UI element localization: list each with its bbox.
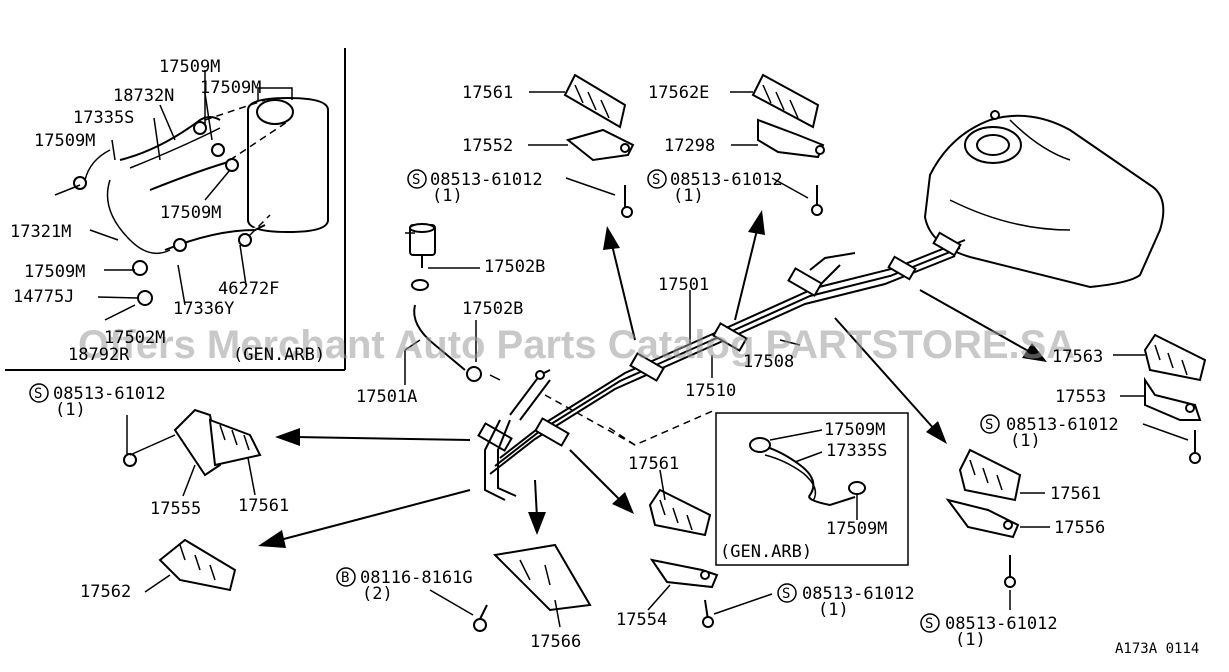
s-mark: S: [34, 386, 42, 402]
label-17298: 17298: [664, 136, 715, 156]
label-17553: 17553: [1055, 387, 1106, 407]
label-17502B: 17502B: [462, 299, 523, 319]
label-qty: (2): [362, 584, 393, 604]
label-08513-61012: 08513-61012: [53, 384, 166, 404]
label-08513-61012: 08513-61012: [670, 170, 783, 190]
label-17501A: 17501A: [356, 387, 417, 407]
label-17561: 17561: [628, 454, 679, 474]
label-17501: 17501: [658, 275, 709, 295]
clamps-brackets: [123, 73, 1207, 632]
inset-note: (GEN.ARB): [233, 345, 325, 365]
label-17509M: 17509M: [160, 203, 221, 223]
inset-gen-arb: [715, 412, 909, 566]
label-17556: 17556: [1054, 518, 1105, 538]
label-qty: (1): [55, 400, 86, 420]
label-qty: (1): [818, 600, 849, 620]
label-17566: 17566: [530, 632, 581, 652]
label-08116-8161G: 08116-8161G: [360, 568, 473, 588]
label-17509M: 17509M: [200, 78, 261, 98]
label-08513-61012: 08513-61012: [1006, 415, 1119, 435]
label-17561: 17561: [1050, 484, 1101, 504]
s-mark: S: [412, 172, 420, 188]
label-17509M: 17509M: [824, 420, 885, 440]
label-qty: (1): [1010, 431, 1041, 451]
label-17321M: 17321M: [10, 222, 71, 242]
label-17509M: 17509M: [24, 262, 85, 282]
diagram-code: A173A 0114: [1115, 641, 1199, 657]
label-18732N: 18732N: [113, 86, 174, 106]
leader-lines: [404, 267, 801, 385]
inset-note-gen-arb: (GEN.ARB): [720, 542, 812, 562]
part-labels: 17509M 17509M 18732N 17335S 17509M 17509…: [10, 57, 1199, 657]
s-mark: S: [782, 586, 790, 602]
label-17509M: 17509M: [826, 519, 887, 539]
s-mark: S: [985, 417, 993, 433]
label-14775J: 14775J: [13, 287, 74, 307]
label-08513-61012: 08513-61012: [430, 170, 543, 190]
fuel-tank: [923, 110, 1165, 289]
label-18792R: 18792R: [68, 345, 130, 365]
label-17509M: 17509M: [159, 57, 220, 77]
label-17335S: 17335S: [73, 108, 134, 128]
label-17335S: 17335S: [826, 441, 887, 461]
label-17563: 17563: [1052, 347, 1103, 367]
label-17509M: 17509M: [34, 131, 95, 151]
label-qty: (1): [673, 186, 704, 206]
inset-evap-canister: [5, 48, 346, 371]
label-08513-61012: 08513-61012: [945, 614, 1058, 634]
label-17502M: 17502M: [104, 328, 165, 348]
label-17562: 17562: [80, 582, 131, 602]
label-17502B: 17502B: [484, 257, 545, 277]
label-17510: 17510: [685, 381, 736, 401]
label-17336Y: 17336Y: [173, 299, 234, 319]
label-qty: (1): [432, 186, 463, 206]
s-mark: S: [652, 172, 660, 188]
label-17561: 17561: [238, 496, 289, 516]
label-17552: 17552: [462, 136, 513, 156]
label-46272F: 46272F: [218, 279, 279, 299]
label-17561: 17561: [462, 83, 513, 103]
label-17562E: 17562E: [648, 83, 709, 103]
b-mark: B: [341, 570, 349, 586]
label-17508: 17508: [743, 352, 794, 372]
s-mark: S: [925, 616, 933, 632]
watermark: Offers Merchant Auto Parts Catalog PARTS…: [78, 323, 1075, 367]
label-qty: (1): [955, 630, 986, 650]
label-08513-61012: 08513-61012: [802, 584, 915, 604]
direction-arrows: [258, 210, 1047, 548]
fuel-lines: [405, 223, 966, 501]
label-17555: 17555: [150, 499, 201, 519]
label-17554: 17554: [616, 610, 667, 630]
